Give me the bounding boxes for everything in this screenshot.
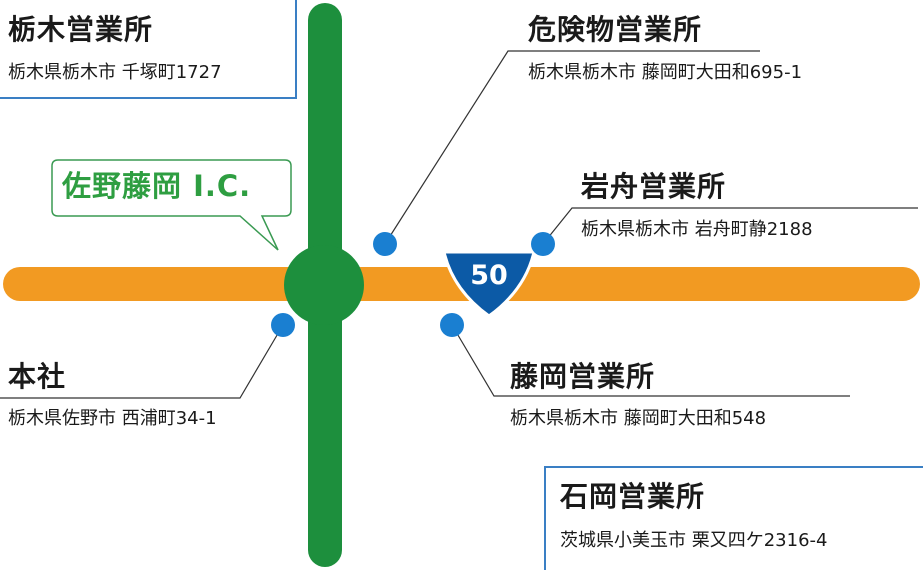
ishioka-office-box [544, 466, 923, 570]
iwafune-location-dot [531, 232, 555, 256]
ishioka-office-address: 茨城県小美玉市 栗又四ケ2316-4 [560, 530, 828, 551]
fujioka-leader-line [451, 324, 850, 397]
kikenbutsu-office-name: 危険物営業所 [528, 13, 703, 46]
route-shield-icon [442, 250, 536, 318]
honsha-location-dot [271, 313, 295, 337]
kikenbutsu-leader-line [384, 50, 760, 245]
honsha-office-name: 本社 [8, 360, 67, 393]
interchange-label: 佐野藤岡 I.C. [62, 169, 252, 203]
iwafune-leader-line [542, 207, 918, 245]
tochigi-office-address: 栃木県栃木市 千塚町1727 [8, 62, 222, 83]
honsha-office-address: 栃木県佐野市 西浦町34-1 [8, 408, 217, 429]
ishioka-office-name: 石岡営業所 [560, 480, 706, 513]
tochigi-office-box [0, 0, 297, 99]
kikenbutsu-office-address: 栃木県栃木市 藤岡町大田和695-1 [528, 62, 803, 83]
interchange-callout [51, 159, 292, 251]
fujioka-office-address: 栃木県栃木市 藤岡町大田和548 [510, 408, 767, 429]
fujioka-location-dot [440, 313, 464, 337]
interchange-circle [284, 245, 364, 325]
fujioka-office-name: 藤岡営業所 [510, 360, 656, 393]
honsha-leader-line [0, 324, 284, 399]
kikenbutsu-location-dot [373, 232, 397, 256]
route-number: 50 [470, 260, 508, 291]
tochigi-office-name: 栃木営業所 [8, 13, 154, 46]
iwafune-office-address: 栃木県栃木市 岩舟町静2188 [581, 219, 813, 240]
iwafune-office-name: 岩舟営業所 [581, 170, 727, 203]
